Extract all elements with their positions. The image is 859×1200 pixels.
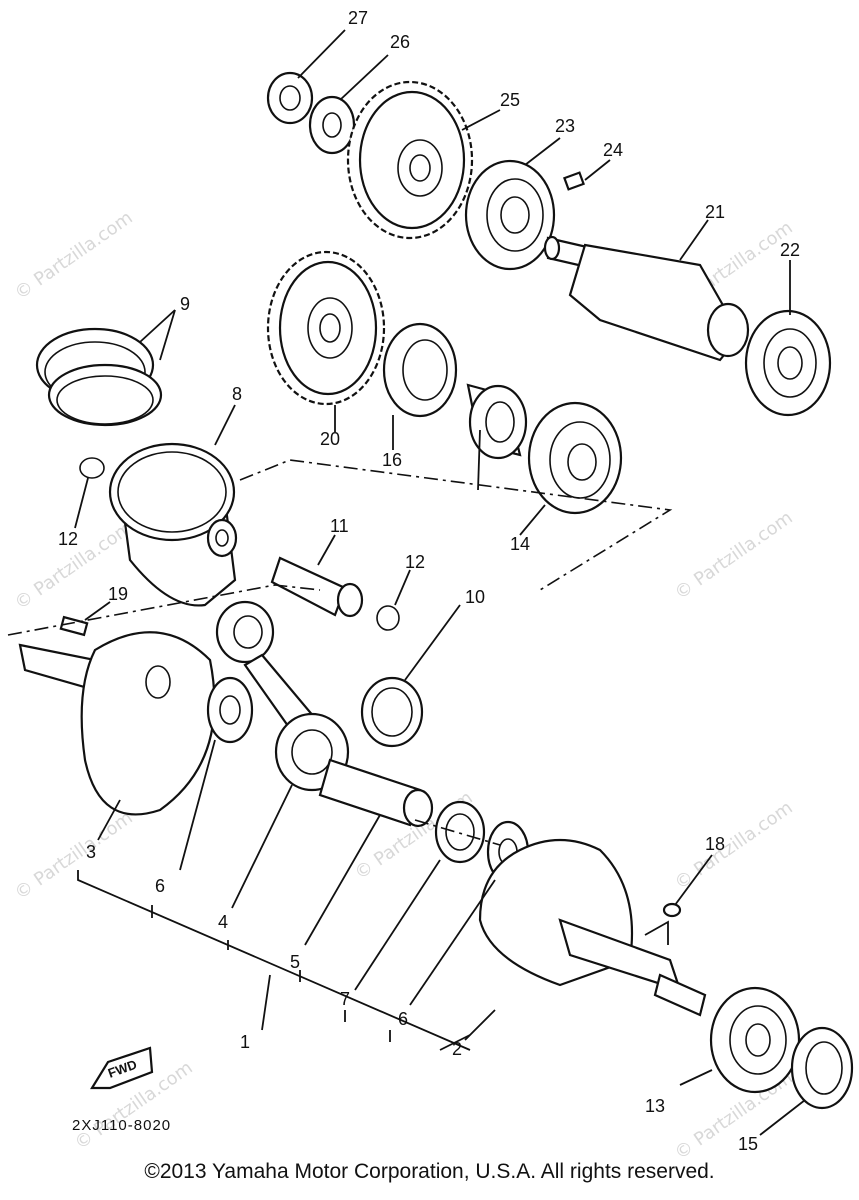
watermark: © Partzilla.com bbox=[11, 207, 137, 304]
callout-27: 27 bbox=[348, 8, 368, 28]
callout-20: 20 bbox=[320, 429, 340, 449]
callout-23: 23 bbox=[555, 116, 575, 136]
part-9-piston-rings bbox=[35, 327, 163, 427]
callout-11: 11 bbox=[330, 516, 349, 536]
callout-26: 26 bbox=[390, 32, 410, 52]
part-27-nut bbox=[266, 71, 314, 125]
part-12-clip bbox=[79, 457, 105, 479]
callout-10: 10 bbox=[465, 587, 485, 607]
callout-3: 3 bbox=[86, 842, 96, 862]
part-6-washer-left bbox=[206, 676, 254, 744]
part-23-bearing bbox=[464, 159, 556, 271]
callout-2: 2 bbox=[452, 1039, 462, 1059]
copyright-notice: ©2013 Yamaha Motor Corporation, U.S.A. A… bbox=[144, 1160, 715, 1183]
callout-18: 18 bbox=[705, 834, 725, 854]
callout-6b: 6 bbox=[398, 1009, 408, 1029]
callout-12: 12 bbox=[58, 529, 78, 549]
callout-7: 7 bbox=[340, 989, 350, 1009]
part-2-crank-right bbox=[478, 838, 707, 1017]
part-22-bearing bbox=[744, 309, 832, 417]
callout-25: 25 bbox=[500, 90, 520, 110]
fwd-arrow-icon: FWD bbox=[90, 1046, 154, 1090]
part-13-bearing bbox=[709, 986, 801, 1094]
part-15-oil-seal bbox=[790, 1026, 854, 1110]
part-collar bbox=[466, 383, 528, 460]
callout-15: 15 bbox=[738, 1134, 758, 1154]
watermark: © Partzilla.com bbox=[11, 807, 137, 904]
callout-6: 6 bbox=[155, 876, 165, 896]
part-26-lock-washer bbox=[308, 95, 356, 155]
assembly-1-bracket bbox=[77, 870, 471, 1051]
leader-lines bbox=[74, 29, 806, 1136]
part-19-key bbox=[59, 615, 89, 637]
callout-5: 5 bbox=[290, 952, 300, 972]
part-3-crank-left bbox=[18, 631, 216, 816]
part-21-balancer-shaft bbox=[543, 235, 750, 362]
assembly-frame-lines bbox=[7, 459, 673, 846]
part-24-key bbox=[563, 171, 585, 191]
callout-4: 4 bbox=[218, 912, 228, 932]
part-18-key bbox=[662, 902, 682, 918]
part-8-piston bbox=[108, 442, 238, 607]
callout-16: 16 bbox=[382, 450, 402, 470]
drawing-code: 2XJ110-8020 bbox=[72, 1117, 171, 1134]
watermark: © Partzilla.com bbox=[671, 507, 797, 604]
callout-1: 1 bbox=[240, 1032, 250, 1052]
part-10-needle-bearing bbox=[360, 676, 424, 748]
part-14-bearing bbox=[527, 401, 623, 515]
callout-14: 14 bbox=[510, 534, 530, 554]
part-25-gear bbox=[346, 80, 474, 240]
part-7-needle-bearing bbox=[434, 800, 486, 864]
callout-9: 9 bbox=[180, 294, 190, 314]
callout-21: 21 bbox=[705, 202, 725, 222]
part-5-crank-pin bbox=[318, 758, 434, 828]
callout-13: 13 bbox=[645, 1096, 665, 1116]
callout-24: 24 bbox=[603, 140, 623, 160]
callout-19: 19 bbox=[108, 584, 128, 604]
part-11-piston-pin bbox=[270, 556, 364, 618]
part-4-connecting-rod bbox=[215, 600, 350, 792]
part-12-clip-2 bbox=[376, 605, 400, 631]
part-20-gear bbox=[266, 250, 386, 406]
callout-12b: 12 bbox=[405, 552, 425, 572]
callout-labels: 27 26 25 23 24 21 22 9 8 20 16 12 14 11 … bbox=[58, 8, 800, 1154]
part-16-oil-seal bbox=[382, 322, 458, 418]
callout-8: 8 bbox=[232, 384, 242, 404]
watermark: © Partzilla.com bbox=[671, 797, 797, 894]
callout-22: 22 bbox=[780, 240, 800, 260]
